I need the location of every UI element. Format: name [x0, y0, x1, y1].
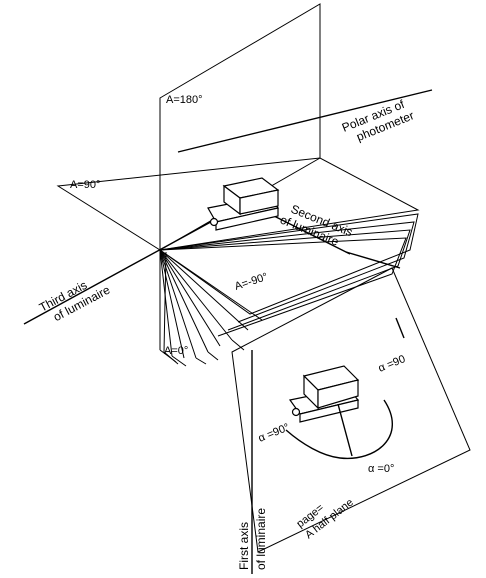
third-axis-line	[23, 205, 241, 325]
label-a180: A=180°	[166, 94, 203, 106]
half-plane-fan	[159, 213, 419, 367]
luminaire-upper	[207, 177, 280, 231]
second-axis-line	[261, 209, 351, 255]
alpha-arc	[285, 399, 393, 460]
luminaire-lower	[288, 365, 360, 423]
label-first-axis: First axis of luminaire	[237, 508, 268, 570]
page-axis-line	[395, 317, 405, 339]
label-alpha-90-left: α =90°	[257, 421, 292, 444]
label-alpha-0: α =0°	[368, 463, 394, 475]
label-page: page= A half plane	[294, 497, 355, 542]
page-half-plane	[231, 267, 471, 553]
polar-axis-line	[177, 89, 433, 153]
label-alpha-90-right: α =90	[377, 353, 408, 375]
label-second-axis: Second axis of luminaire	[278, 202, 355, 249]
label-third-axis: Third axis of luminaire	[37, 278, 113, 324]
horizontal-plane-a90	[56, 157, 420, 251]
svg-text:of luminaire: of luminaire	[254, 508, 268, 570]
svg-text:First axis: First axis	[237, 522, 251, 570]
label-a90-left: A=90°	[70, 179, 100, 191]
label-a0: A=0°	[164, 345, 188, 357]
label-a-minus90: A=-90°	[233, 271, 269, 293]
